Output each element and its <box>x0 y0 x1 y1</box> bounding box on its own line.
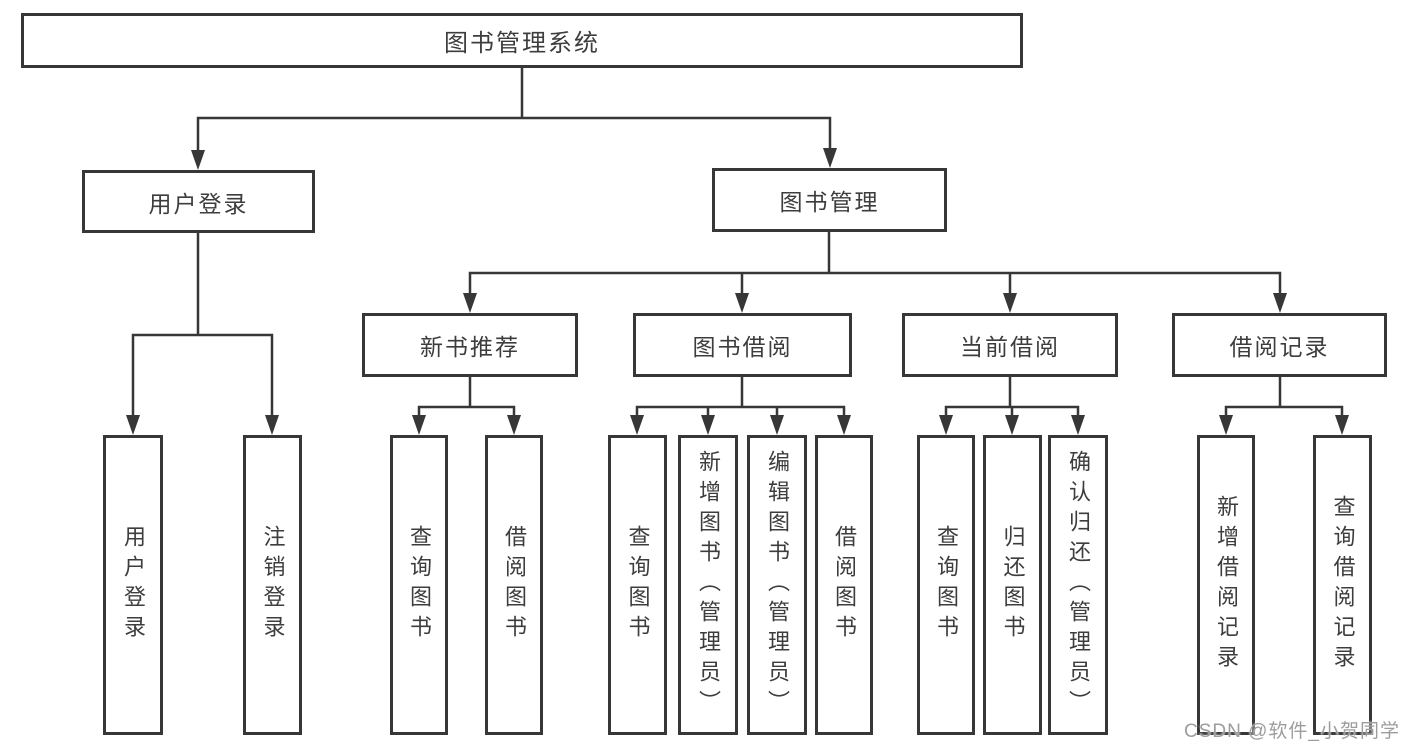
leaf-query-borrow-record: 查询借阅记录 <box>1313 435 1372 735</box>
node-book-management: 图书管理 <box>712 168 947 232</box>
node-new-book-recommend: 新书推荐 <box>362 313 578 377</box>
leaf-query-books-2: 查询图书 <box>608 435 667 735</box>
leaf-borrow-books-2: 借阅图书 <box>815 435 873 735</box>
leaf-label: 确认归还（管理员） <box>1066 450 1091 720</box>
leaf-label: 归还图书 <box>1000 525 1026 645</box>
leaf-borrow-books-1: 借阅图书 <box>485 435 543 735</box>
node-book-borrow: 图书借阅 <box>633 313 852 377</box>
leaf-label: 借阅图书 <box>832 525 857 645</box>
leaf-return-books: 归还图书 <box>983 435 1042 735</box>
leaf-label: 借阅图书 <box>502 525 527 645</box>
leaf-label: 查询借阅记录 <box>1330 495 1356 675</box>
node-label: 借阅记录 <box>1229 334 1330 360</box>
leaf-label: 编辑图书（管理员） <box>765 450 790 720</box>
leaf-user-login: 用户登录 <box>103 435 163 735</box>
node-label: 用户登录 <box>148 190 249 217</box>
csdn-watermark: CSDN @软件_小贺同学 <box>1184 721 1400 742</box>
node-label: 图书管理系统 <box>444 30 600 57</box>
node-library-management-system: 图书管理系统 <box>21 13 1023 68</box>
node-label: 新书推荐 <box>420 334 520 360</box>
node-label: 图书管理 <box>779 189 880 215</box>
leaf-label: 查询图书 <box>407 525 432 645</box>
node-current-borrow: 当前借阅 <box>902 313 1118 377</box>
leaf-edit-books-admin: 编辑图书（管理员） <box>747 435 807 735</box>
node-user-login: 用户登录 <box>82 170 315 233</box>
leaf-label: 用户登录 <box>121 525 146 645</box>
leaf-label: 新增图书（管理员） <box>696 450 721 720</box>
leaf-label: 新增借阅记录 <box>1214 495 1239 675</box>
leaf-label: 注销登录 <box>260 525 286 645</box>
leaf-query-books-1: 查询图书 <box>390 435 448 735</box>
node-label: 图书借阅 <box>692 334 793 360</box>
node-label: 当前借阅 <box>960 334 1060 360</box>
leaf-logout-login: 注销登录 <box>243 435 302 735</box>
leaf-label: 查询图书 <box>934 525 959 645</box>
leaf-query-books-3: 查询图书 <box>917 435 975 735</box>
node-borrow-records: 借阅记录 <box>1172 313 1387 377</box>
leaf-confirm-return-admin: 确认归还（管理员） <box>1048 435 1108 735</box>
leaf-add-books-admin: 新增图书（管理员） <box>678 435 738 735</box>
leaf-label: 查询图书 <box>625 525 651 645</box>
leaf-add-borrow-record: 新增借阅记录 <box>1197 435 1255 735</box>
